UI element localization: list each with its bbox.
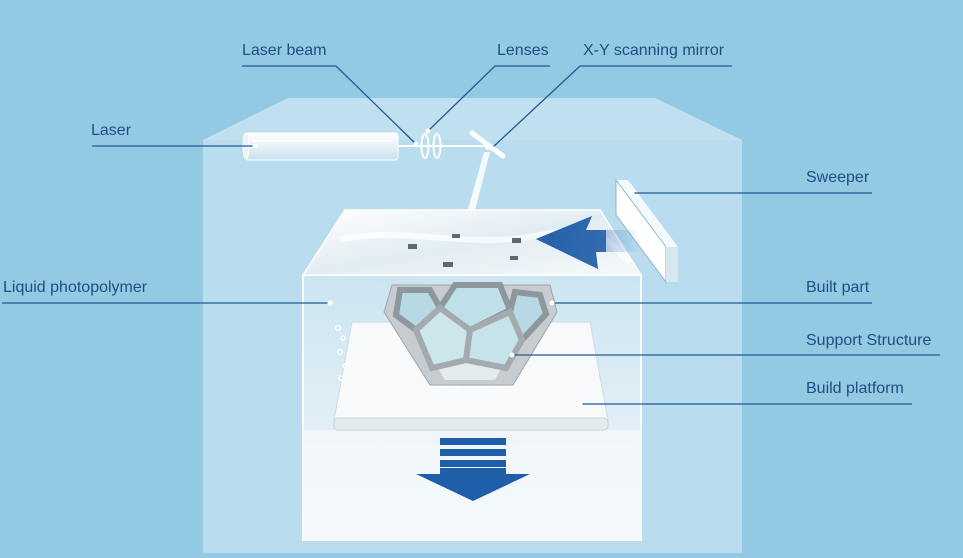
label-laser-beam: Laser beam [242,42,327,59]
leader-xy-mirror [491,65,732,149]
label-built-part: Built part [806,279,870,296]
leader-lenses [427,65,550,132]
label-laser: Laser [91,122,132,139]
laser-icon [242,132,399,161]
label-lenses: Lenses [497,42,549,59]
bubbles-icon [334,324,348,381]
built-part-icon [383,282,558,386]
sweeper-icon [615,178,678,284]
lenses-icon [420,133,442,159]
scanning-mirror-icon [469,130,506,159]
housing-top-shade [203,98,742,140]
leader-laser-beam [242,65,417,145]
label-sweeper: Sweeper [806,169,870,186]
label-support-structure: Support Structure [806,332,932,349]
label-xy-scanning-mirror: X-Y scanning mirror [583,42,725,59]
label-liquid-photopolymer: Liquid photopolymer [3,279,148,296]
down-arrow-icon [416,438,530,501]
leader-dots [252,128,635,407]
label-build-platform: Build platform [806,380,904,397]
leader-lines [2,65,940,405]
